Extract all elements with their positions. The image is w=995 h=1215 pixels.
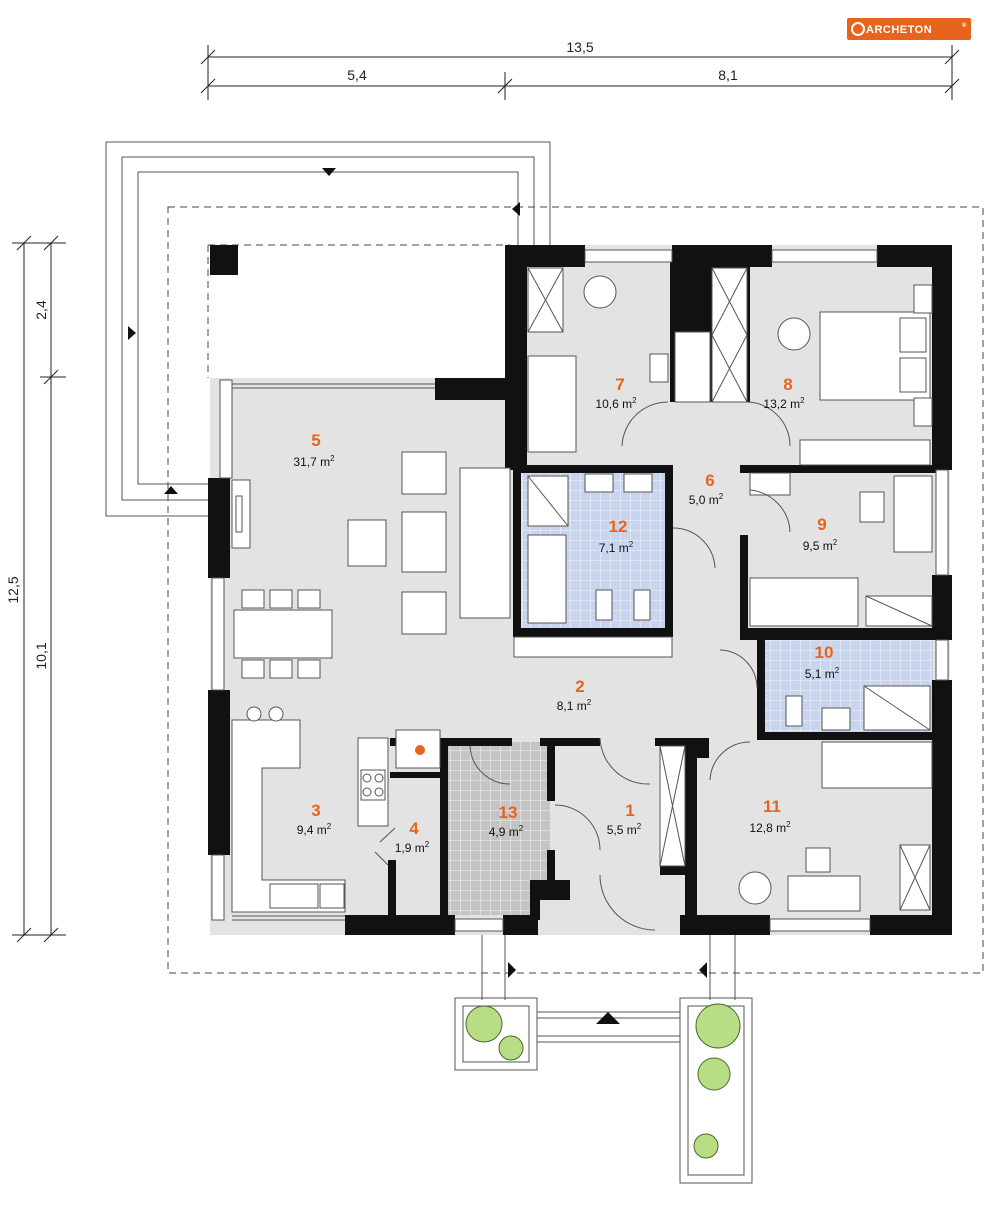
brand-name: ARCHETON [866,24,932,36]
desk-7 [674,331,711,403]
room-4-label: 4 1,9 m2 [395,819,430,855]
hall-wardrobe [659,745,686,867]
svg-text:13: 13 [499,803,518,822]
dim-total-height: 12,5 [5,576,21,603]
room-7-furniture [527,267,711,453]
svg-text:9,5 m2: 9,5 m2 [803,538,838,553]
desk-11 [787,875,861,912]
svg-text:3: 3 [311,801,320,820]
bed-11 [821,741,933,789]
room-9-furniture [749,472,933,627]
svg-text:5,5 m2: 5,5 m2 [607,822,642,837]
bed-9 [749,577,859,627]
svg-text:2: 2 [575,677,584,696]
desk-9 [893,475,933,553]
room-9-label: 9 9,5 m2 [803,515,838,553]
gutter-outline [105,141,551,517]
sink [269,883,319,909]
svg-text:7: 7 [615,375,624,394]
room-1-label: 1 5,5 m2 [607,801,642,837]
room-11-furniture [738,741,933,912]
dining-table [233,609,333,659]
utility-tiles [446,742,550,915]
svg-text:6: 6 [705,471,714,490]
desk-8 [799,439,931,466]
brand-logo: ARCHETON ® [847,18,971,40]
pouf [347,519,387,567]
entrance [454,935,753,1184]
toilet-12 [595,589,613,621]
svg-text:1,9 m2: 1,9 m2 [395,840,430,855]
svg-text:12: 12 [609,517,628,536]
terrace [207,244,510,378]
armchair-2 [401,591,447,635]
svg-text:10,6 m2: 10,6 m2 [595,396,637,411]
wardrobe-8 [711,267,748,403]
svg-text:31,7 m2: 31,7 m2 [293,454,335,469]
top-dimensions: 13,5 5,4 8,1 [200,39,960,100]
svg-text:10: 10 [815,643,834,662]
svg-text:9: 9 [817,515,826,534]
svg-text:8,1 m2: 8,1 m2 [557,698,592,713]
armchair [401,451,447,495]
doors [374,401,791,931]
room-6-label: 6 5,0 m2 [689,471,724,507]
room-8-label: 8 13,2 m2 [763,375,805,411]
terrace-column [210,245,238,275]
living-furniture [231,451,511,679]
kitchen-counter [231,719,346,913]
bathroom-12-fixtures [513,473,673,658]
dim-top-height: 2,4 [33,300,49,320]
svg-text:9,4 m2: 9,4 m2 [297,822,332,837]
bathtub [527,534,567,624]
chair [583,275,617,309]
svg-text:5,0 m2: 5,0 m2 [689,492,724,507]
svg-text:11: 11 [763,797,781,816]
svg-text:5: 5 [311,431,320,450]
brand-registered: ® [962,22,967,29]
svg-text:1: 1 [625,801,634,820]
room-12-label: 12 7,1 m2 [599,517,634,555]
room-11-label: 11 12,8 m2 [749,797,791,835]
kitchen-furniture [231,706,441,913]
room-3-label: 3 9,4 m2 [297,801,332,837]
dim-right-width: 8,1 [718,67,738,83]
room-5-label: 5 31,7 m2 [293,431,335,469]
svg-text:12,8 m2: 12,8 m2 [749,820,791,835]
coffee-table [401,511,447,573]
svg-text:13,2 m2: 13,2 m2 [763,396,805,411]
room-10-label: 10 5,1 m2 [805,643,840,681]
bed-7 [527,355,577,453]
room-13-label: 13 4,9 m2 [489,803,524,839]
sofa [459,467,511,619]
toilet-10 [785,695,803,727]
dim-left-width: 5,4 [347,67,367,83]
svg-text:7,1 m2: 7,1 m2 [599,540,634,555]
room-8-furniture [711,267,933,466]
bath-10-fixtures [785,685,931,731]
roof-outline [167,206,984,974]
cooktop [360,769,386,801]
dim-total-width: 13,5 [566,39,593,55]
windows [211,249,949,932]
svg-text:8: 8 [783,375,792,394]
room-2-label: 2 8,1 m2 [557,677,592,713]
dim-bottom-height: 10,1 [33,642,49,669]
room-labels: 1 5,5 m2 2 8,1 m2 3 9,4 m2 4 1,9 m2 5 31… [293,375,839,855]
svg-text:4,9 m2: 4,9 m2 [489,824,524,839]
svg-text:5,1 m2: 5,1 m2 [805,666,840,681]
svg-text:4: 4 [409,819,419,838]
room-7-label: 7 10,6 m2 [595,375,637,411]
left-dimensions: 12,5 2,4 10,1 [5,235,66,943]
